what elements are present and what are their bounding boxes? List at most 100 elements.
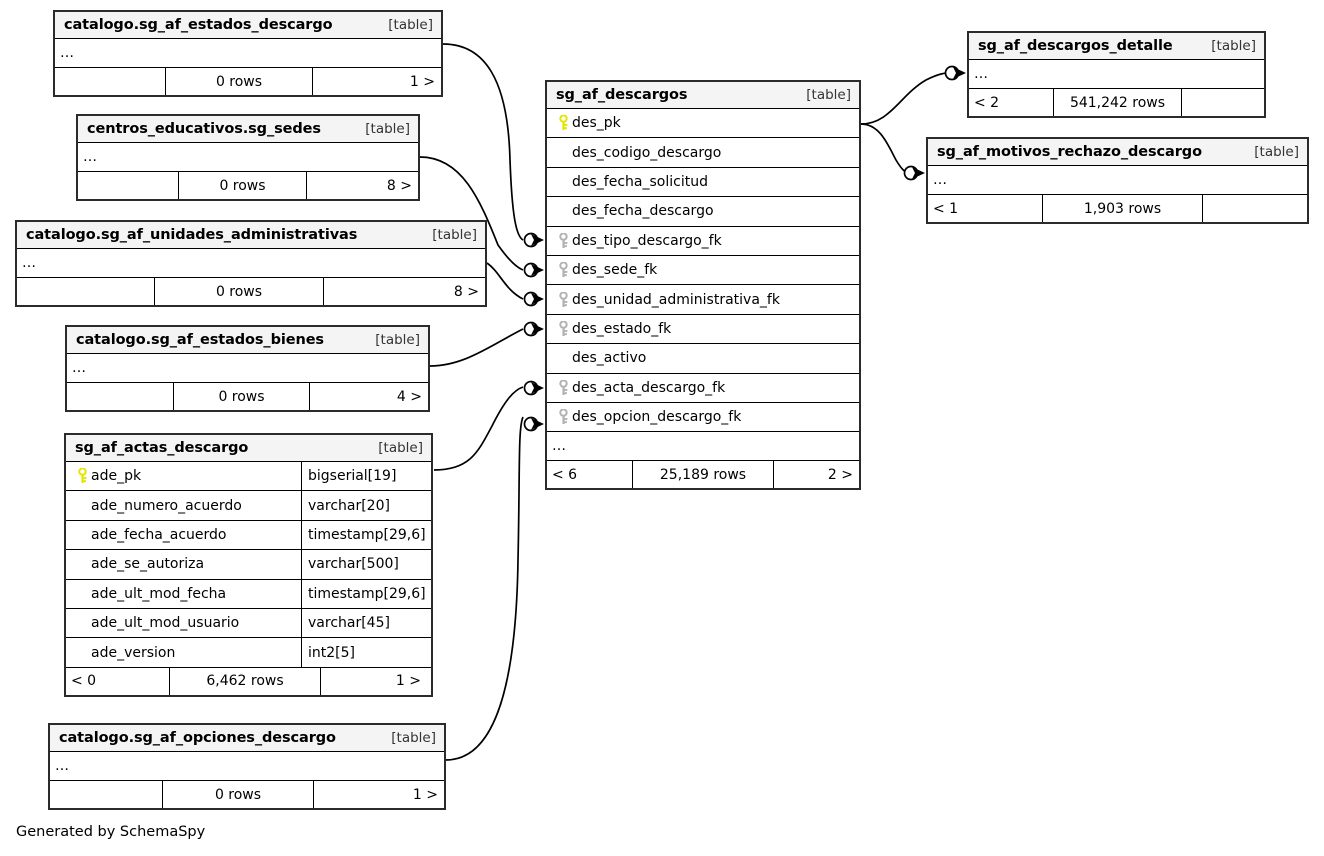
edge-endpoint-circle (523, 416, 539, 432)
column-name: des_fecha_solicitud (572, 173, 708, 190)
columns-ellipsis: … (67, 354, 428, 383)
table-title: sg_af_descargos_detalle (978, 38, 1173, 54)
column-name-cell: des_sede_fk (547, 256, 859, 284)
table-sg-af-descargos[interactable]: sg_af_descargos [table] des_pk des_codigo… (545, 80, 861, 491)
column-row[interactable]: des_acta_descargo_fk (547, 374, 859, 403)
table-catalogo-sg-af-unidades-administrativas[interactable]: catalogo.sg_af_unidades_administrativas … (15, 220, 487, 307)
table-header: catalogo.sg_af_unidades_administrativas … (17, 222, 485, 249)
table-header: catalogo.sg_af_estados_bienes [table] (67, 327, 428, 354)
table-centros-educativos-sg-sedes[interactable]: centros_educativos.sg_sedes [table] … 0 … (76, 114, 420, 201)
footer-parents (50, 781, 162, 808)
columns-ellipsis: … (50, 752, 444, 781)
column-name: des_sede_fk (572, 262, 658, 279)
column-name-cell: ade_se_autoriza (66, 550, 301, 578)
column-row[interactable]: des_opcion_descargo_fk (547, 403, 859, 433)
column-type: varchar[20] (301, 491, 431, 520)
table-sg-af-descargos-detalle[interactable]: sg_af_descargos_detalle [table] … < 2 54… (967, 31, 1266, 118)
column-row[interactable]: des_activo (547, 344, 859, 374)
table-header: sg_af_descargos_detalle [table] (969, 33, 1264, 60)
foreign-key-icon (554, 291, 572, 308)
column-row[interactable]: des_pk (547, 109, 859, 139)
table-footer: < 6 25,189 rows 2 > (547, 461, 859, 489)
column-name-cell: ade_ult_mod_fecha (66, 580, 301, 608)
table-header: sg_af_motivos_rechazo_descargo [table] (928, 139, 1307, 166)
footer-parents (55, 68, 165, 95)
edge-estados-bienes (429, 328, 524, 367)
column-type: varchar[500] (301, 550, 431, 579)
column-row[interactable]: des_sede_fk (547, 256, 859, 286)
footer-parents (17, 278, 154, 305)
footer-rowcount: 6,462 rows (169, 667, 321, 695)
column-row[interactable]: des_codigo_descargo (547, 138, 859, 168)
edge-unidades-administrativas (486, 262, 524, 300)
column-name-cell: des_activo (547, 344, 859, 372)
table-footer: < 1 1,903 rows (928, 195, 1307, 222)
columns-ellipsis: … (969, 60, 1264, 89)
table-footer: 0 rows 4 > (67, 383, 428, 410)
table-title: sg_af_motivos_rechazo_descargo (937, 144, 1202, 160)
table-footer: < 0 6,462 rows 1 > (66, 667, 431, 695)
table-type-tag: [table] (388, 17, 433, 33)
column-row[interactable]: des_tipo_descargo_fk (547, 227, 859, 256)
footer-rowcount: 1,903 rows (1042, 195, 1203, 222)
table-catalogo-sg-af-estados-bienes[interactable]: catalogo.sg_af_estados_bienes [table] … … (65, 325, 430, 412)
columns-ellipsis: … (928, 166, 1307, 195)
footer-children: 1 > (395, 673, 421, 690)
column-name-cell: ade_numero_acuerdo (66, 491, 301, 519)
table-sg-af-motivos-rechazo-descargo[interactable]: sg_af_motivos_rechazo_descargo [table] …… (926, 137, 1309, 224)
column-name: des_pk (572, 115, 621, 132)
primary-key-icon (554, 115, 572, 131)
table-title: catalogo.sg_af_estados_descargo (64, 17, 333, 33)
column-name: ade_ult_mod_usuario (91, 615, 240, 632)
column-name-cell: des_fecha_solicitud (547, 168, 859, 196)
column-name-cell: des_opcion_descargo_fk (547, 403, 859, 431)
table-catalogo-sg-af-opciones-descargo[interactable]: catalogo.sg_af_opciones_descargo [table]… (48, 723, 446, 810)
footer-rowcount: 25,189 rows (632, 461, 774, 489)
column-row[interactable]: ade_numero_acuerdo varchar[20] (66, 491, 431, 521)
column-list-descargos: des_pk des_codigo_descargo des_fecha_solic… (547, 109, 859, 433)
primary-key-icon (73, 468, 91, 484)
column-row[interactable]: des_fecha_descargo (547, 197, 859, 227)
table-header: catalogo.sg_af_estados_descargo [table] (55, 12, 441, 39)
table-title: sg_af_descargos (556, 87, 688, 103)
column-name-cell: des_codigo_descargo (547, 138, 859, 166)
columns-ellipsis: … (55, 39, 441, 68)
foreign-key-icon (554, 232, 572, 249)
footer-children: 8 > (386, 177, 412, 194)
footer-parents: < 0 (71, 673, 97, 690)
footer-rowcount: 0 rows (154, 278, 324, 305)
table-catalogo-sg-af-estados-descargo[interactable]: catalogo.sg_af_estados_descargo [table] … (53, 10, 443, 97)
column-name-cell: des_tipo_descargo_fk (547, 227, 859, 255)
column-name-cell: des_estado_fk (547, 315, 859, 343)
column-name: ade_version (91, 644, 176, 661)
column-row[interactable]: des_estado_fk (547, 315, 859, 345)
table-header: sg_af_descargos [table] (547, 82, 859, 109)
column-name-cell: des_acta_descargo_fk (547, 374, 859, 402)
edge-endpoint-circle (523, 232, 539, 248)
footer-rowcount: 0 rows (162, 781, 314, 808)
edge-endpoint-circle (523, 291, 539, 307)
edge-estados-descargo (442, 43, 524, 241)
column-name: ade_numero_acuerdo (91, 497, 242, 514)
column-row[interactable]: des_fecha_solicitud (547, 168, 859, 198)
column-name: des_tipo_descargo_fk (572, 232, 722, 249)
columns-ellipsis: … (17, 249, 485, 278)
footer-children: 8 > (453, 283, 479, 300)
footer-rowcount: 541,242 rows (1053, 89, 1182, 116)
column-name: des_codigo_descargo (572, 144, 722, 161)
column-row[interactable]: des_unidad_administrativa_fk (547, 285, 859, 315)
column-name: des_fecha_descargo (572, 203, 714, 220)
foreign-key-icon (554, 262, 572, 278)
column-name: des_activo (572, 350, 647, 367)
column-name: des_estado_fk (572, 320, 672, 337)
table-footer: 0 rows 8 > (78, 172, 418, 199)
column-name-cell: des_pk (547, 109, 859, 137)
